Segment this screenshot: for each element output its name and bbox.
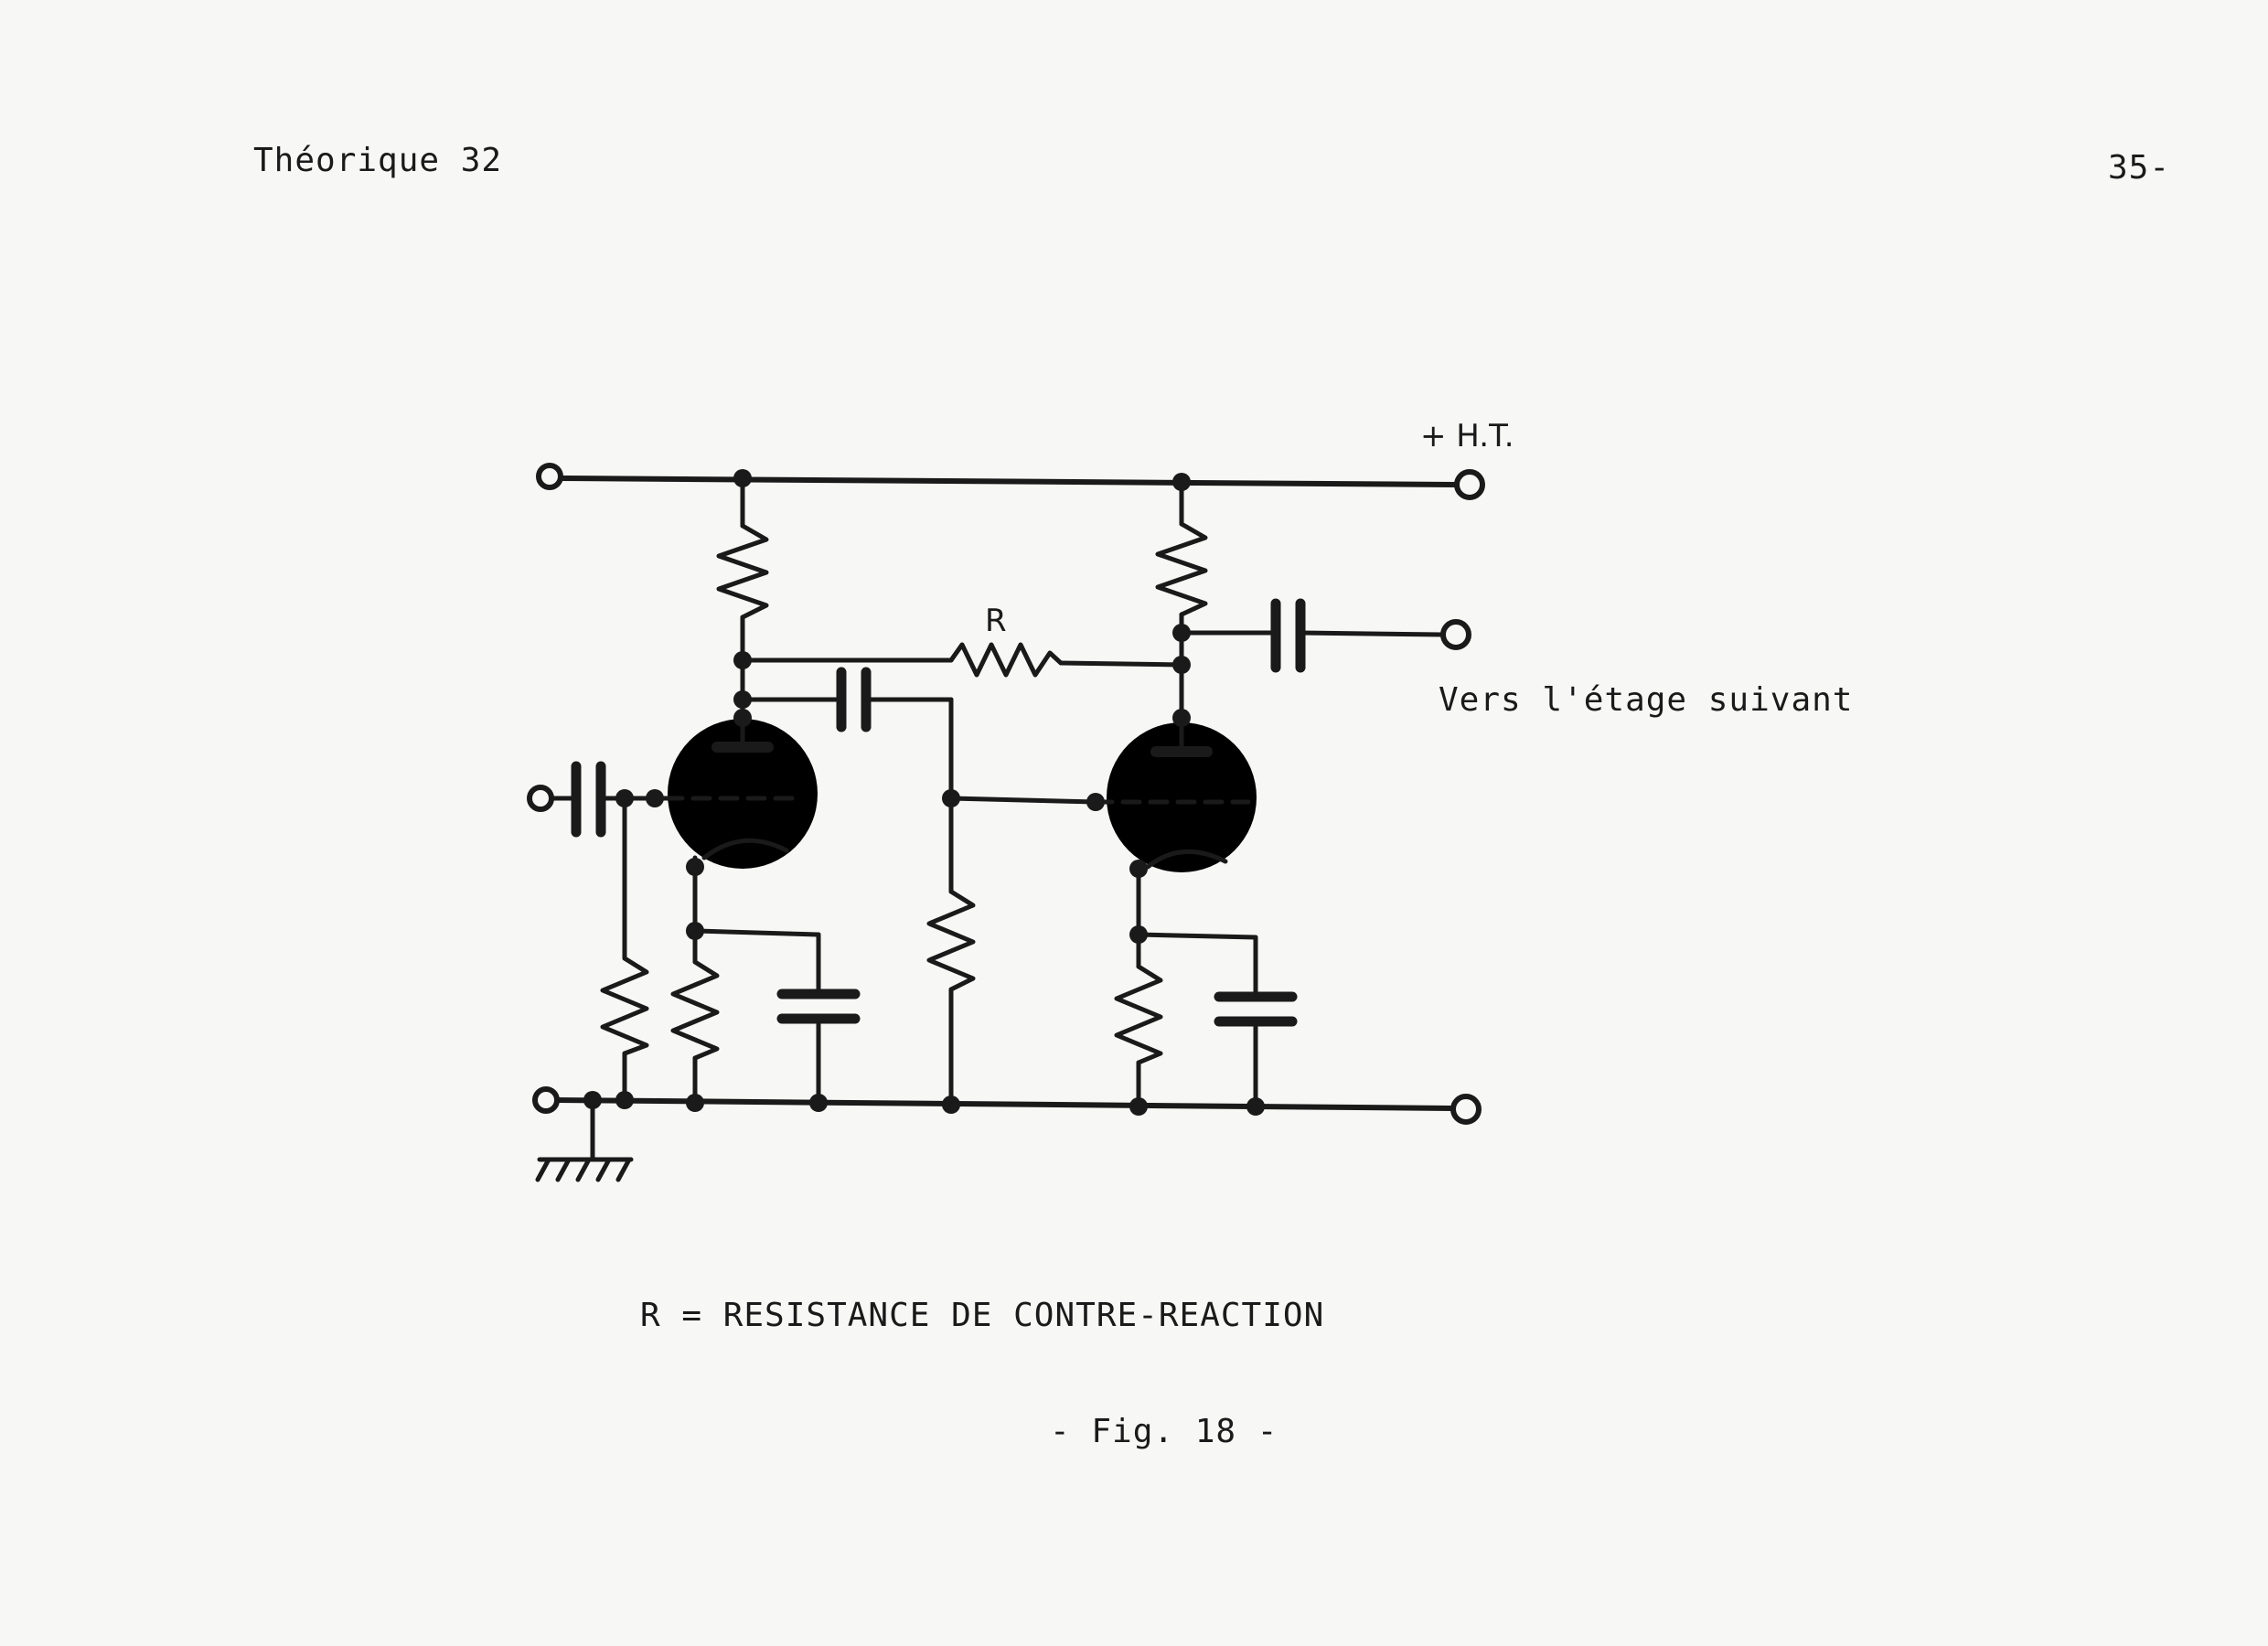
ht-rail — [558, 476, 1457, 487]
output-capacitor — [1179, 598, 1445, 673]
cathode-resistor-1 — [670, 928, 720, 1106]
tube-2 — [1093, 662, 1257, 934]
ground-input-terminal — [532, 1086, 560, 1114]
output-terminal — [1440, 619, 1471, 650]
plate-resistor-1 — [716, 476, 769, 663]
input-ht-terminal — [536, 463, 563, 490]
feedback-resistor — [740, 642, 1184, 678]
cathode-capacitor-1 — [692, 928, 861, 1106]
caption: R = RESISTANCE DE CONTRE-REACTION — [640, 1297, 1325, 1334]
ht-terminal — [1454, 469, 1485, 500]
ht-label: + H.T. — [1420, 418, 1514, 454]
junction-dots — [583, 469, 1265, 1116]
header-left: Théorique 32 — [253, 142, 503, 179]
grid-resistor-1 — [600, 796, 649, 1103]
feedback-resistor-label: R — [985, 603, 1007, 639]
cathode-capacitor-2 — [1136, 932, 1298, 1109]
interstage-capacitor — [740, 667, 1098, 805]
ground-output-terminal — [1450, 1094, 1482, 1125]
figure-label: - Fig. 18 - — [1050, 1413, 1278, 1450]
page-number: 35- — [2108, 149, 2171, 187]
ground-symbol — [535, 1097, 634, 1182]
tube-1 — [663, 657, 818, 934]
input-terminal — [527, 785, 554, 812]
cathode-resistor-2 — [1114, 928, 1163, 1109]
grid-resistor-2 — [926, 796, 976, 1107]
output-label: Vers l'étage suivant — [1439, 681, 1854, 719]
ground-rail — [553, 1097, 1454, 1111]
